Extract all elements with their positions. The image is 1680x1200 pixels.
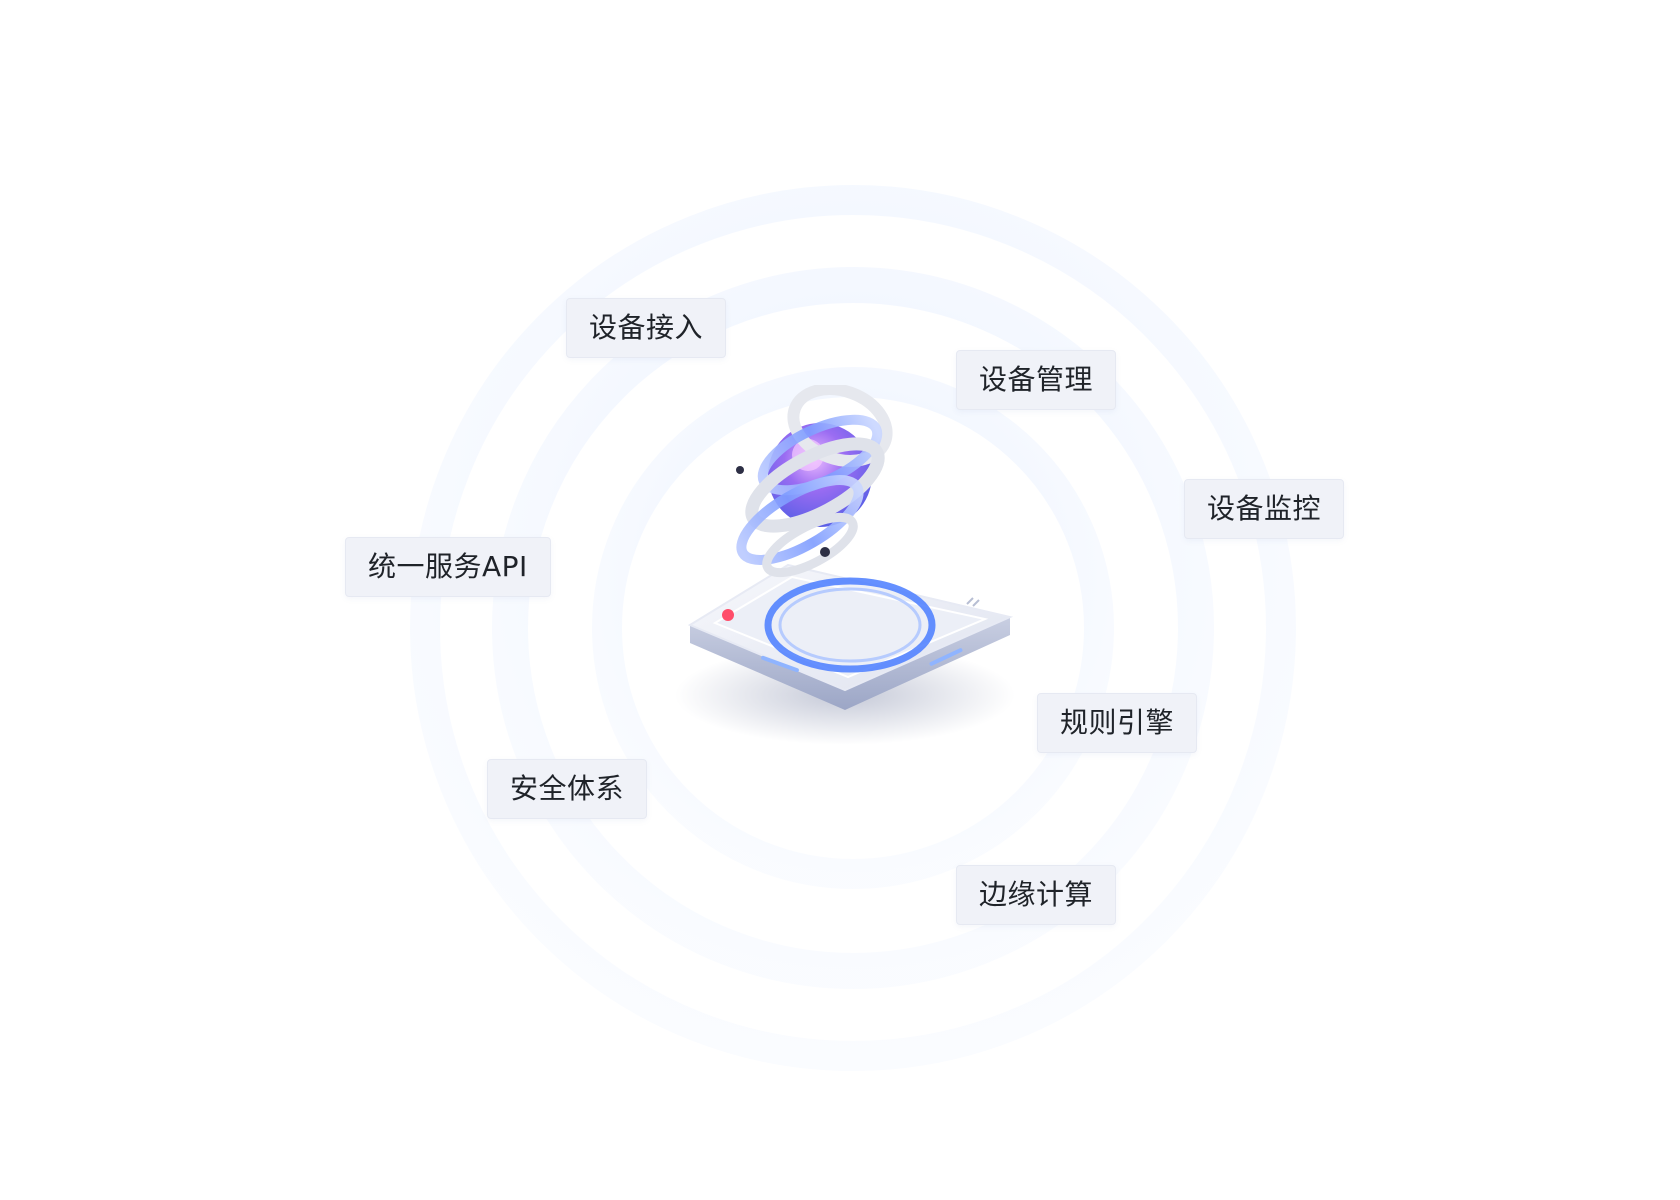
capability-unified-api: 统一服务API [345,537,551,597]
capability-device-monitoring: 设备监控 [1184,479,1345,539]
capability-rule-engine: 规则引擎 [1037,693,1198,753]
globe-band-5 [762,512,858,578]
capability-device-management: 设备管理 [956,350,1117,410]
globe-band-4 [736,475,864,565]
hub-glow-ring [764,577,936,673]
hub-light-strip-left [761,655,799,673]
capability-device-access: 设备接入 [566,298,727,358]
globe-dot-1 [736,466,744,474]
capability-edge-computing: 边缘计算 [956,865,1117,925]
hub-plate-side [690,617,1010,710]
middle-ring [492,267,1214,989]
inner-ring [592,367,1114,889]
globe-dot-2 [820,547,830,557]
hub-indicator-light [722,609,734,621]
outer-ring [410,185,1296,1071]
hub-light-strip-right [929,648,963,666]
globe-band-1 [787,385,893,467]
iot-hub-globe-icon [675,385,1015,745]
capability-security-system: 安全体系 [487,759,648,819]
hub-glow-ring-inner [778,587,922,663]
hub-mark [966,597,980,607]
